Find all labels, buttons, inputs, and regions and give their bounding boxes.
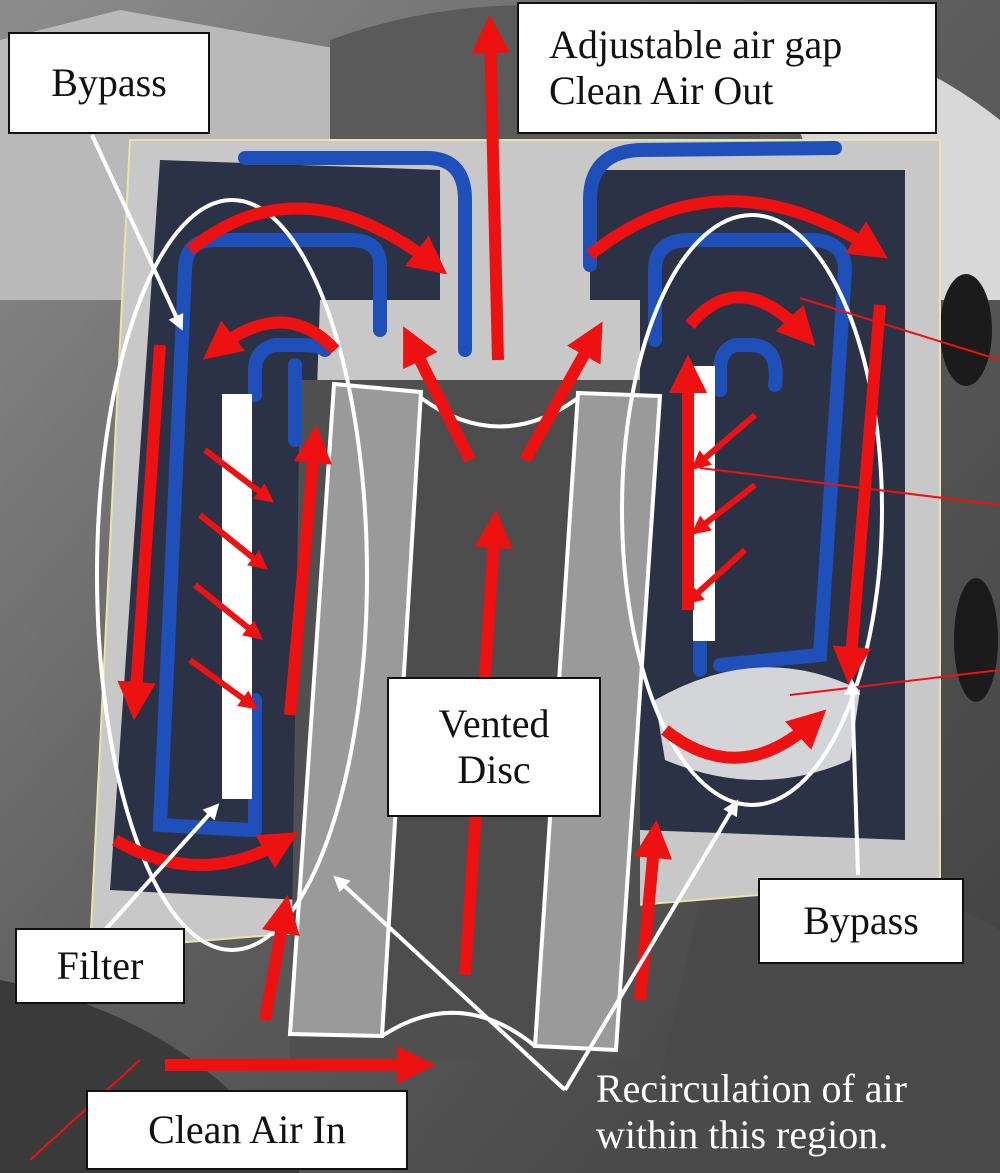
bypass-top-label: Bypass xyxy=(8,32,210,134)
arrow-air-out xyxy=(490,30,498,360)
vented-disc-line1: Vented xyxy=(438,701,549,747)
vented-disc-label: Vented Disc xyxy=(387,677,601,817)
filter-text: Filter xyxy=(57,943,144,989)
bypass-right-text: Bypass xyxy=(803,898,919,944)
bolt-top xyxy=(940,274,992,386)
filter-label: Filter xyxy=(15,928,185,1004)
bypass-top-text: Bypass xyxy=(51,60,167,106)
right-filter xyxy=(693,366,715,641)
left-filter xyxy=(222,394,252,799)
clean-air-in-label: Clean Air In xyxy=(86,1090,408,1170)
air-out-line1: Adjustable air gap xyxy=(549,22,842,68)
air-out-line2: Clean Air Out xyxy=(549,68,842,114)
bolt-bottom xyxy=(954,578,998,702)
recirculation-line1: Recirculation of air xyxy=(596,1066,976,1112)
vented-disc-line2: Disc xyxy=(457,747,530,793)
recirculation-line2: within this region. xyxy=(596,1112,976,1158)
bypass-right-label: Bypass xyxy=(758,878,964,964)
clean-air-in-text: Clean Air In xyxy=(148,1107,346,1153)
recirculation-label: Recirculation of air within this region. xyxy=(596,1066,976,1158)
air-out-label: Adjustable air gap Clean Air Out xyxy=(517,2,937,134)
